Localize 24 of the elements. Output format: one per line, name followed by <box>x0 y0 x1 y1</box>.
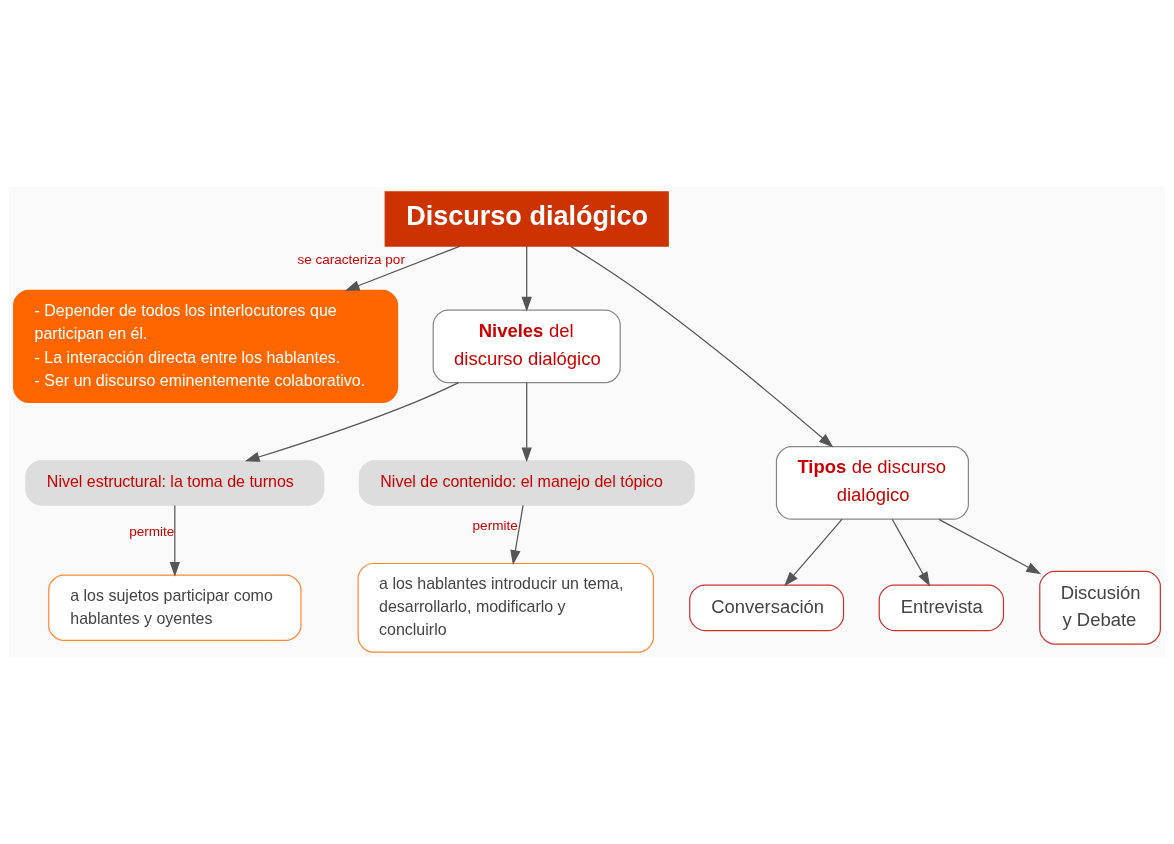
node-box: a los sujetos participar como hablantes y oyentes <box>48 574 302 641</box>
arrow <box>938 518 1042 575</box>
node-box: - Depender de todos los interlocutores que participan en él. - La interacción directa entre los hablantes. - Ser un discurso eminentemente colaborativo. <box>13 289 399 403</box>
arrow <box>570 245 834 448</box>
arrow <box>891 518 931 587</box>
node-box: Entrevista <box>878 584 1005 632</box>
arrow <box>784 518 843 587</box>
node-box: Nivel de contenido: el manejo del tópico <box>358 460 695 506</box>
arrow <box>169 504 180 577</box>
arrow <box>510 504 524 565</box>
node-box: Niveles del discurso dialógico <box>432 309 621 384</box>
node-box: Conversación <box>689 584 845 632</box>
node-box: Tipos de discurso dialógico <box>775 446 970 520</box>
node-box: Discurso dialógico <box>384 191 669 247</box>
arrow <box>521 245 532 312</box>
edge-label: permite <box>129 524 175 540</box>
node-box: Discusión y Debate <box>1039 570 1161 645</box>
arrow <box>521 382 532 463</box>
edge-label: se caracteriza por <box>297 252 405 268</box>
node-box: a los hablantes introducir un tema, desarrollarlo, modificarlo y concluirlo <box>357 562 655 653</box>
arrow <box>244 382 460 462</box>
edge-label: permite <box>472 518 518 534</box>
node-box: Nivel estructural: la toma de turnos <box>25 460 325 506</box>
arrow <box>344 245 461 291</box>
